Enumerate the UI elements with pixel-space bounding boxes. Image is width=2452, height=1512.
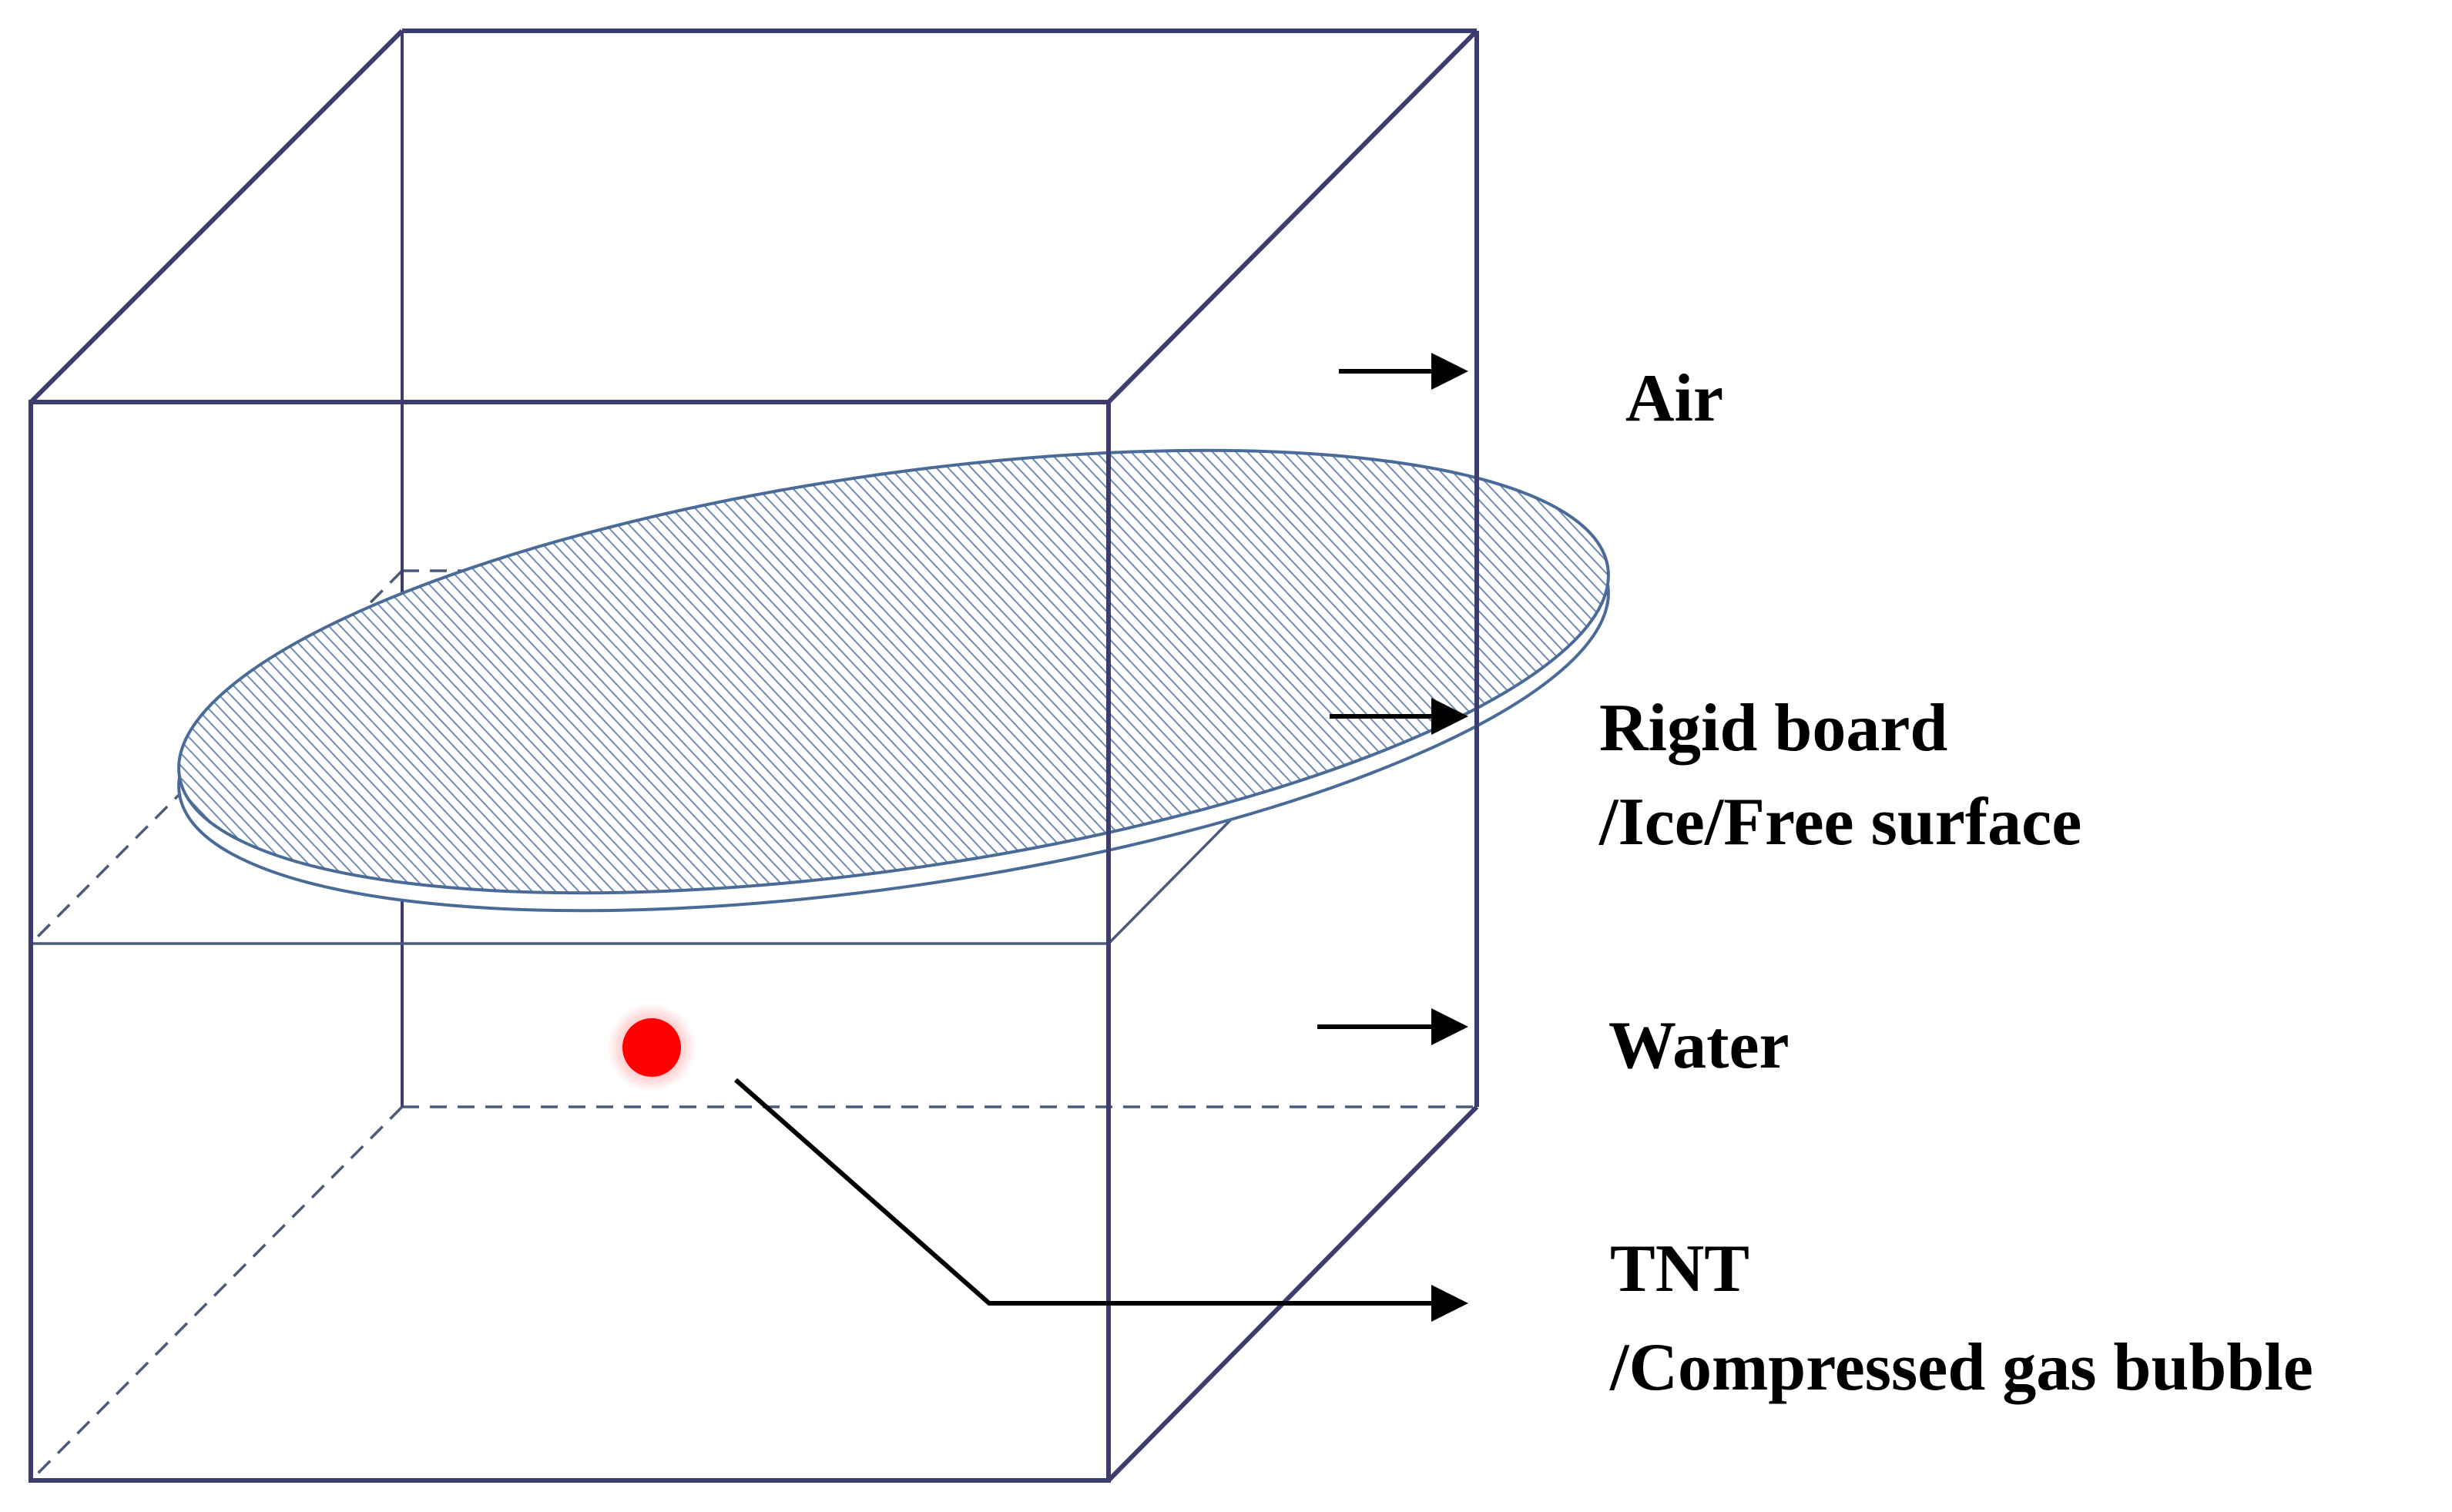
disk-top-surface <box>177 448 1610 895</box>
cube-visible-edges <box>29 28 1479 1483</box>
tnt-charge-dot <box>622 1018 681 1077</box>
label-rigid-board-line1: Rigid board <box>1599 691 1948 766</box>
label-air: Air <box>1625 361 1724 436</box>
cube-bottom-left-depth-edge <box>29 1105 404 1482</box>
cube-front-face <box>29 400 1111 1483</box>
label-tnt-line1: TNT <box>1610 1232 1749 1306</box>
cube-top-right-depth-edge <box>1106 28 1479 404</box>
leader-arrows <box>734 353 1468 1322</box>
cube-top-left-depth-edge <box>29 28 404 404</box>
rigid-board-disk <box>177 448 1610 913</box>
tnt-leader-line <box>734 1078 1468 1322</box>
label-rigid-board-line2: /Ice/Free surface <box>1599 785 2082 860</box>
label-water: Water <box>1608 1008 1790 1083</box>
label-tnt-line2: /Compressed gas bubble <box>1610 1330 2313 1405</box>
tnt-charge <box>607 1003 696 1092</box>
cube-bottom-right-depth-edge <box>1106 1105 1479 1483</box>
